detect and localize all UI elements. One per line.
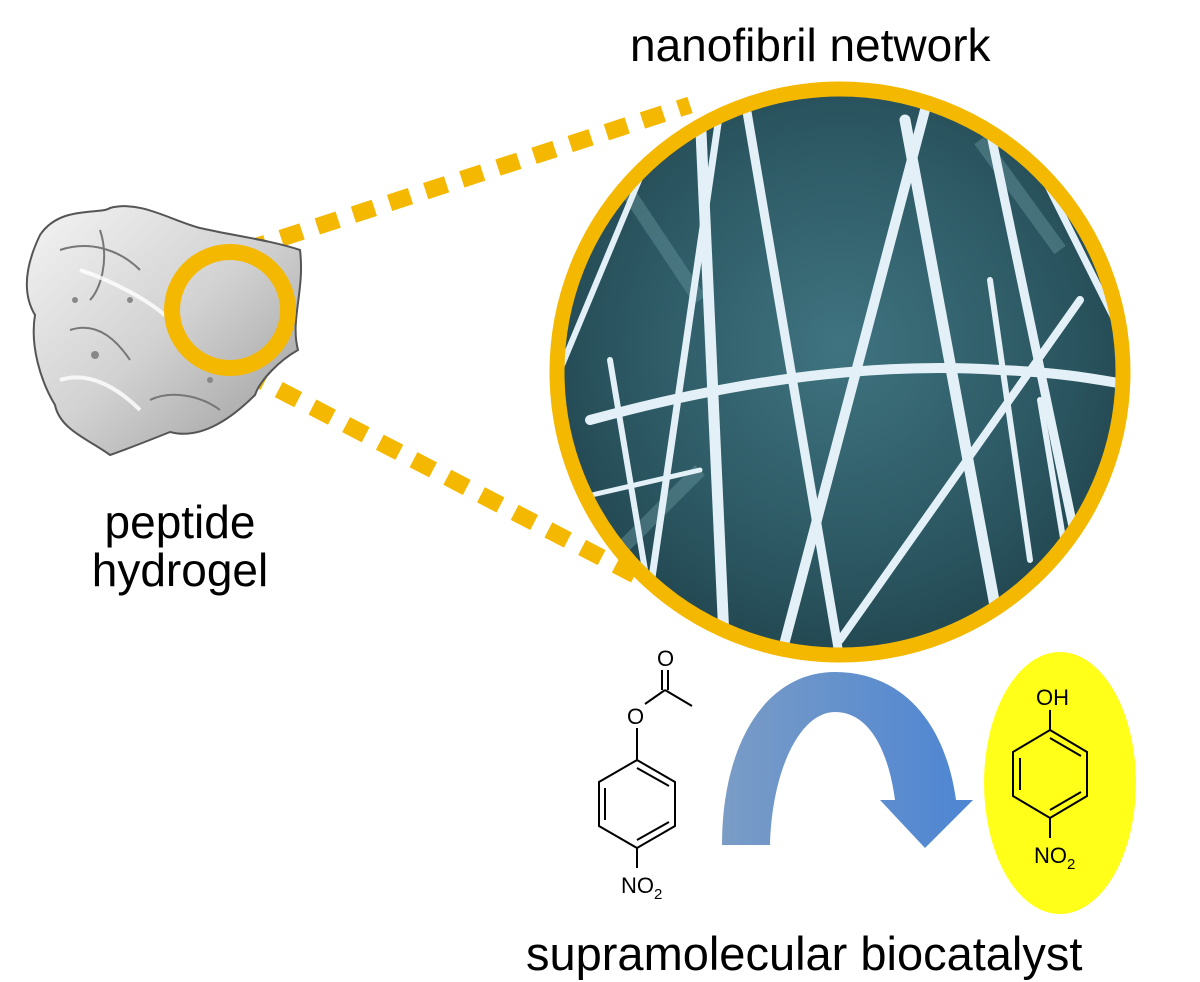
hydrogel-zoom-ring <box>164 244 296 376</box>
hydrogel-label-line1: peptide <box>104 496 256 548</box>
network-title: nanofibril network <box>630 19 991 71</box>
product-structure <box>1012 710 1088 838</box>
zoom-line-upper <box>242 96 693 259</box>
hydrogel-label: peptide hydrogel <box>60 498 300 594</box>
reactant-carbonyl-o: O <box>657 646 674 671</box>
hydrogel-image <box>25 205 303 457</box>
catalyst-label: supramolecular biocatalyst <box>526 927 1083 980</box>
nanofibril-frame <box>549 81 1131 663</box>
reactant-nitro: NO2 <box>621 873 662 903</box>
reactant-ester-o: O <box>627 704 644 729</box>
reaction-arrow <box>722 672 973 848</box>
reactant-structure <box>598 670 693 868</box>
product-nitro: NO2 <box>1034 843 1075 873</box>
nanofibril-image <box>557 89 1123 655</box>
product-hydroxyl: OH <box>1036 685 1069 710</box>
product-highlight <box>984 652 1136 914</box>
zoom-lines <box>241 96 693 583</box>
hydrogel-label-line2: hydrogel <box>91 544 269 596</box>
